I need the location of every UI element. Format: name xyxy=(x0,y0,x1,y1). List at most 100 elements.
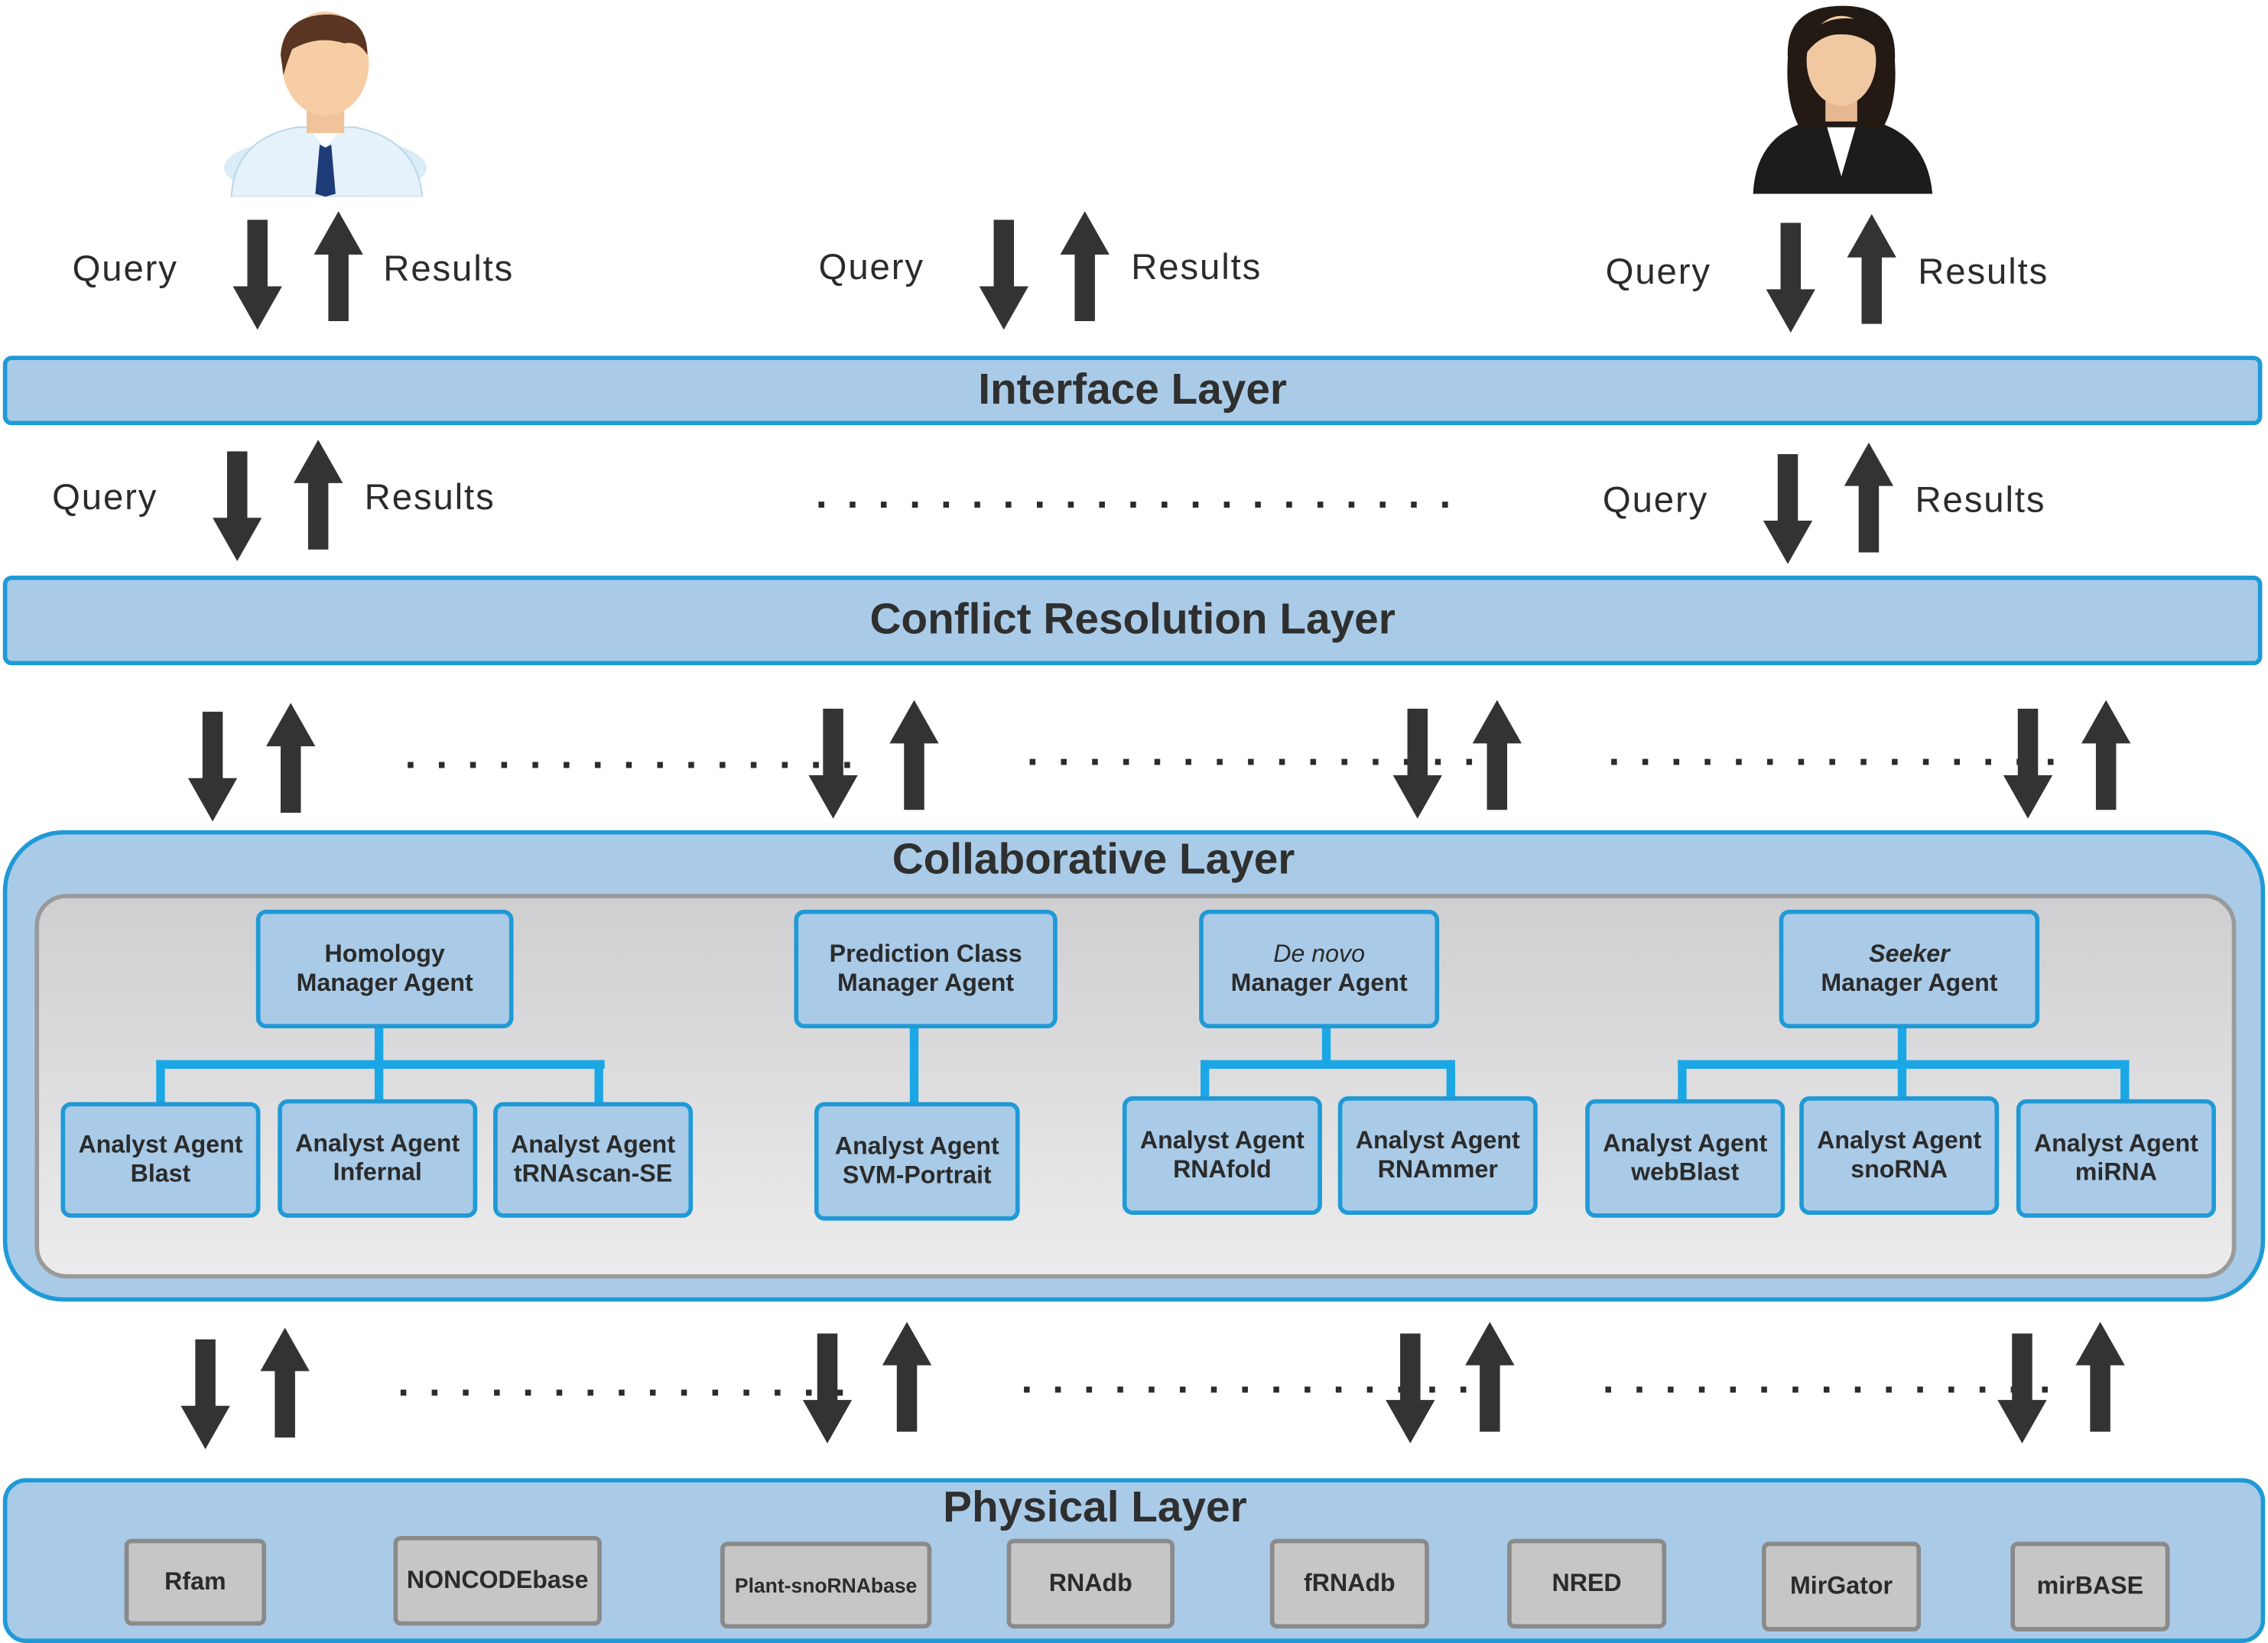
female-user-icon xyxy=(1753,5,1933,194)
analyst-agent-infernal: Analyst Agent Infernal xyxy=(278,1099,478,1218)
analyst-agent-webblast: Analyst Agent webBlast xyxy=(1585,1099,1785,1218)
agent-line1: Analyst Agent xyxy=(834,1132,999,1161)
ellipsis: . . . . . . . . . . . . . . . xyxy=(405,732,857,777)
database-mirbase: mirBASE xyxy=(2010,1541,2170,1632)
connector-line xyxy=(1446,1060,1455,1101)
query-label: Query xyxy=(818,247,924,288)
agent-line2: snoRNA xyxy=(1850,1155,1948,1184)
analyst-agent-rnammer: Analyst Agent RNAmmer xyxy=(1337,1096,1538,1216)
arrow-down-icon xyxy=(1766,222,1815,333)
arrow-down-icon xyxy=(180,1339,230,1450)
male-user-icon xyxy=(224,11,427,197)
prediction-class-manager-agent: Prediction Class Manager Agent xyxy=(794,909,1058,1028)
results-label: Results xyxy=(1131,247,1262,288)
analyst-agent-mirna: Analyst Agent miRNA xyxy=(2016,1099,2216,1218)
conflict-resolution-layer-title: Conflict Resolution Layer xyxy=(869,596,1396,644)
agent-line2: Manager Agent xyxy=(1230,969,1408,997)
query-label: Query xyxy=(52,477,158,518)
arrow-down-icon xyxy=(187,711,238,822)
agent-line1: Homology xyxy=(324,940,445,968)
agent-line2: RNAfold xyxy=(1173,1155,1272,1184)
arrow-up-icon xyxy=(266,703,316,813)
analyst-agent-svm-portrait: Analyst Agent SVM-Portrait xyxy=(814,1102,1020,1221)
connector-line xyxy=(374,1027,384,1065)
agent-line2: Manager Agent xyxy=(296,969,473,997)
ellipsis: . . . . . . . . . . . . . . . xyxy=(1027,729,1480,774)
agent-line1: Analyst Agent xyxy=(1603,1129,1768,1158)
connector-line xyxy=(2120,1060,2130,1101)
connector-line xyxy=(1678,1060,1687,1101)
agent-line2: Blast xyxy=(130,1160,191,1188)
agent-line1: Analyst Agent xyxy=(78,1131,243,1159)
ellipsis: . . . . . . . . . . . . . . . xyxy=(398,1359,850,1404)
arrow-down-icon xyxy=(1386,1333,1435,1443)
analyst-agent-trnascan-se: Analyst Agent tRNAscan-SE xyxy=(493,1102,694,1218)
arrow-down-icon xyxy=(979,219,1028,330)
agent-line1: Prediction Class xyxy=(829,940,1022,968)
connector-line xyxy=(1201,1060,1210,1101)
query-label: Query xyxy=(1602,480,1709,521)
arrow-up-icon xyxy=(2075,1322,2125,1432)
agent-line2: SVM-Portrait xyxy=(842,1161,992,1189)
agent-line2: tRNAscan-SE xyxy=(513,1160,673,1188)
arrow-up-icon xyxy=(889,700,939,810)
agent-line1: Analyst Agent xyxy=(1817,1126,1982,1154)
agent-line2: miRNA xyxy=(2075,1158,2157,1187)
arrow-down-icon xyxy=(1392,708,1442,819)
agent-line1: Analyst Agent xyxy=(295,1129,460,1158)
agent-line1: Analyst Agent xyxy=(511,1131,676,1159)
agent-line1: Analyst Agent xyxy=(2033,1129,2198,1158)
database-frnadb: fRNAdb xyxy=(1269,1538,1429,1629)
arrow-up-icon xyxy=(1465,1322,1515,1432)
arrow-down-icon xyxy=(808,708,858,819)
agent-line2: webBlast xyxy=(1631,1158,1740,1187)
connector-line xyxy=(1897,1027,1907,1065)
ellipsis: . . . . . . . . . . . . . . . xyxy=(1602,1356,2055,1402)
arrow-down-icon xyxy=(2003,708,2053,819)
connector-line xyxy=(594,1060,603,1104)
agent-line2: RNAmmer xyxy=(1377,1155,1498,1184)
connector-line xyxy=(1201,1060,1455,1069)
arrow-up-icon xyxy=(260,1327,310,1438)
arrow-up-icon xyxy=(1060,211,1110,321)
agent-line2: Infernal xyxy=(333,1158,422,1187)
analyst-agent-rnafold: Analyst Agent RNAfold xyxy=(1122,1096,1322,1216)
connector-line xyxy=(156,1060,165,1104)
database-nred: NRED xyxy=(1507,1538,1667,1629)
ellipsis: . . . . . . . . . . . . . . . xyxy=(1021,1356,1474,1402)
arrow-up-icon xyxy=(293,440,343,550)
results-label: Results xyxy=(364,477,496,518)
ellipsis: . . . . . . . . . . . . . . . xyxy=(1608,729,2061,774)
database-plant-snornabase: Plant-snoRNAbase xyxy=(720,1541,932,1629)
arrow-up-icon xyxy=(1472,700,1522,810)
arrow-up-icon xyxy=(314,211,363,321)
arrow-down-icon xyxy=(1763,453,1813,564)
agent-line2: Manager Agent xyxy=(837,969,1015,997)
arrow-down-icon xyxy=(802,1333,853,1443)
arrow-up-icon xyxy=(2081,700,2131,810)
agent-line1: Analyst Agent xyxy=(1355,1126,1520,1154)
homology-manager-agent: Homology Manager Agent xyxy=(255,909,514,1028)
arrow-up-icon xyxy=(1844,442,1894,553)
query-label: Query xyxy=(1605,252,1711,293)
database-rfam: Rfam xyxy=(124,1538,267,1626)
analyst-agent-blast: Analyst Agent Blast xyxy=(60,1102,261,1218)
de-novo-manager-agent: De novo Manager Agent xyxy=(1199,909,1440,1028)
connector-line xyxy=(374,1060,384,1104)
agent-line1: Seeker xyxy=(1869,940,1950,968)
query-label: Query xyxy=(72,248,178,290)
physical-layer-title: Physical Layer xyxy=(943,1483,1247,1532)
arrow-up-icon xyxy=(882,1322,932,1432)
results-label: Results xyxy=(383,248,515,290)
agent-line2: Manager Agent xyxy=(1821,969,1998,997)
database-rnadb: RNAdb xyxy=(1006,1538,1175,1629)
conflict-resolution-layer: Conflict Resolution Layer xyxy=(2,575,2263,666)
arrow-down-icon xyxy=(213,451,262,561)
arrow-down-icon xyxy=(1997,1333,2047,1443)
analyst-agent-snorna: Analyst Agent snoRNA xyxy=(1799,1096,2000,1216)
connector-line xyxy=(1321,1027,1331,1065)
connector-line xyxy=(909,1027,919,1106)
interface-layer: Interface Layer xyxy=(2,356,2263,426)
arrow-up-icon xyxy=(1847,213,1896,324)
database-mirgator: MirGator xyxy=(1761,1541,1922,1632)
